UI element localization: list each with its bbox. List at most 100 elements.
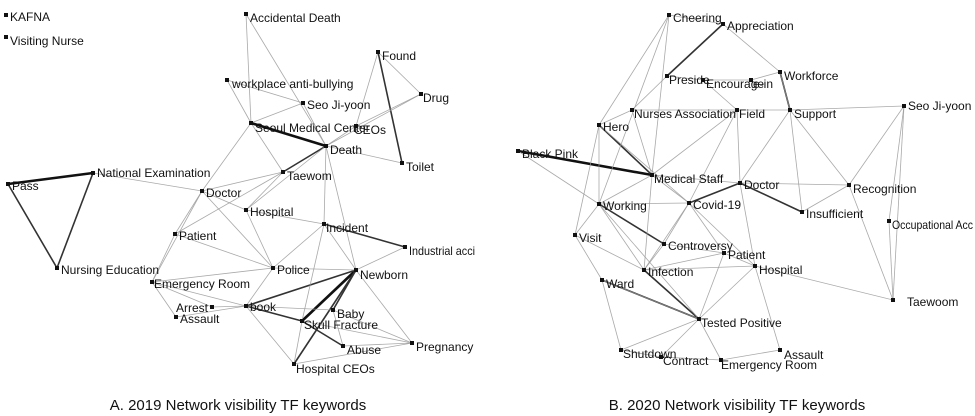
node-marker bbox=[891, 298, 895, 302]
node-marker bbox=[200, 189, 204, 193]
edge-smc-taewom bbox=[250, 122, 284, 173]
edge-ceos-death bbox=[325, 125, 357, 147]
edge-doctor-hospital bbox=[739, 182, 756, 267]
node-label: Medical Staff bbox=[654, 172, 724, 186]
node-ceos: CEOs bbox=[354, 123, 386, 137]
node-label: Hospital bbox=[250, 205, 293, 219]
node-marker bbox=[573, 233, 577, 237]
edge-encourage-field bbox=[702, 79, 738, 111]
node-hero: Hero bbox=[597, 120, 629, 134]
edge-pass-national_exam bbox=[7, 171, 94, 186]
node-label: Patient bbox=[728, 248, 766, 262]
edge-ward-tested_positive bbox=[601, 279, 700, 320]
node-police: Police bbox=[271, 263, 310, 277]
node-label: Patient bbox=[179, 229, 217, 243]
network-2020-panel: CheeringAppreciationPresideEncouragee-in… bbox=[516, 11, 973, 414]
node-label: workplace anti-bullying bbox=[231, 77, 353, 91]
node-seo: Seo Ji-yoon bbox=[301, 98, 370, 112]
edge-tested_positive-er bbox=[698, 318, 722, 361]
edge-infection-working bbox=[598, 203, 645, 271]
node-marker bbox=[687, 201, 691, 205]
node-marker bbox=[722, 251, 726, 255]
node-label: Emergency Room bbox=[721, 358, 817, 372]
edge-book-baby bbox=[245, 305, 334, 311]
node-marker bbox=[174, 315, 178, 319]
edge-newborn-book bbox=[245, 269, 357, 307]
edge-incident-newborn bbox=[323, 223, 357, 271]
edge-hospital-police bbox=[245, 209, 274, 269]
node-infection: Infection bbox=[642, 265, 693, 279]
node-er: Emergency Room bbox=[719, 358, 817, 372]
node-visiting_nurse: Visiting Nurse bbox=[4, 34, 84, 48]
node-marker bbox=[753, 264, 757, 268]
edge-incident-skull bbox=[301, 223, 325, 322]
node-visit: Visit bbox=[573, 231, 602, 245]
edge-er-police bbox=[151, 267, 274, 283]
node-marker bbox=[292, 362, 296, 366]
edge-cheering-medical_staff bbox=[651, 14, 670, 176]
node-marker bbox=[376, 50, 380, 54]
node-er: Emergency Room bbox=[150, 277, 250, 291]
node-label: Black Pink bbox=[522, 147, 579, 161]
edge-appreciation-preside bbox=[666, 23, 724, 77]
node-label: Taewom bbox=[287, 169, 332, 183]
node-label: Pregnancy bbox=[416, 340, 473, 354]
node-working: Working bbox=[597, 199, 647, 213]
node-recognition: Recognition bbox=[847, 182, 916, 196]
node-medical_staff: Medical Staff bbox=[650, 172, 724, 186]
nodes-2019: KAFNA Visiting Nurse Accidental Death workp… bbox=[4, 10, 475, 376]
edge-er-assault bbox=[720, 349, 781, 361]
node-label: KAFNA bbox=[10, 10, 50, 24]
node-marker bbox=[847, 183, 851, 187]
edge-tested_positive-hospital bbox=[698, 265, 756, 320]
edge-ceos-found bbox=[355, 51, 379, 127]
node-accidental_death: Accidental Death bbox=[244, 11, 341, 25]
edge-newborn-hosp_ceos bbox=[293, 269, 357, 365]
edge-infection-hospital bbox=[643, 265, 756, 271]
edge-seo-death bbox=[302, 102, 327, 147]
edge-nurses_assoc-hero bbox=[598, 109, 633, 126]
edge-industrial-newborn bbox=[355, 246, 406, 271]
node-assault: Assault bbox=[174, 312, 220, 326]
edge-tested_positive-shutdown bbox=[620, 318, 700, 351]
node-label: Assault bbox=[180, 312, 220, 326]
node-marker bbox=[721, 22, 725, 26]
node-label: Seoul Medical Center bbox=[255, 121, 370, 135]
edge-doctor-support bbox=[739, 109, 791, 184]
node-label: Controversy bbox=[668, 239, 733, 253]
node-newborn: Newborn bbox=[354, 268, 408, 282]
edge-cheering-appreciation bbox=[668, 14, 724, 25]
edge-field-medical_staff bbox=[651, 109, 738, 176]
node-marker bbox=[697, 317, 701, 321]
node-cheering: Cheering bbox=[667, 11, 722, 25]
edge-ward-shutdown bbox=[601, 279, 622, 351]
node-incident: Incident bbox=[322, 221, 369, 235]
edge-hero-covid bbox=[598, 124, 690, 204]
edge-book-police bbox=[245, 267, 274, 307]
edge-death-toilet bbox=[325, 145, 403, 164]
edge-drug-death bbox=[325, 93, 422, 147]
edge-ein-workforce bbox=[750, 71, 781, 81]
edge-taewom-doctor bbox=[201, 171, 284, 192]
node-label: Field bbox=[739, 107, 765, 121]
node-label: Doctor bbox=[744, 178, 779, 192]
node-abuse: Abuse bbox=[341, 343, 381, 357]
node-label: Visiting Nurse bbox=[10, 34, 84, 48]
node-label: Contract bbox=[663, 354, 709, 368]
node-appreciation: Appreciation bbox=[721, 19, 794, 33]
edge-doctor-patient bbox=[174, 190, 203, 235]
edge-medical_staff-doctor bbox=[651, 174, 741, 184]
node-label: Seo Ji-yoon bbox=[307, 98, 370, 112]
edge-newborn-pregnancy bbox=[355, 269, 413, 344]
edge-drug-ceos bbox=[355, 93, 422, 127]
edge-baby-pregnancy bbox=[332, 309, 413, 344]
edge-baby-abuse bbox=[332, 309, 344, 347]
node-marker bbox=[300, 319, 304, 323]
edge-black_pink-medical_staff bbox=[517, 149, 653, 177]
edge-working-controversy bbox=[598, 203, 665, 245]
node-marker bbox=[738, 181, 742, 185]
node-label: Occupational Acc bbox=[892, 218, 973, 232]
node-label: Infection bbox=[648, 265, 693, 279]
node-marker bbox=[331, 308, 335, 312]
edges-2019 bbox=[7, 13, 422, 365]
